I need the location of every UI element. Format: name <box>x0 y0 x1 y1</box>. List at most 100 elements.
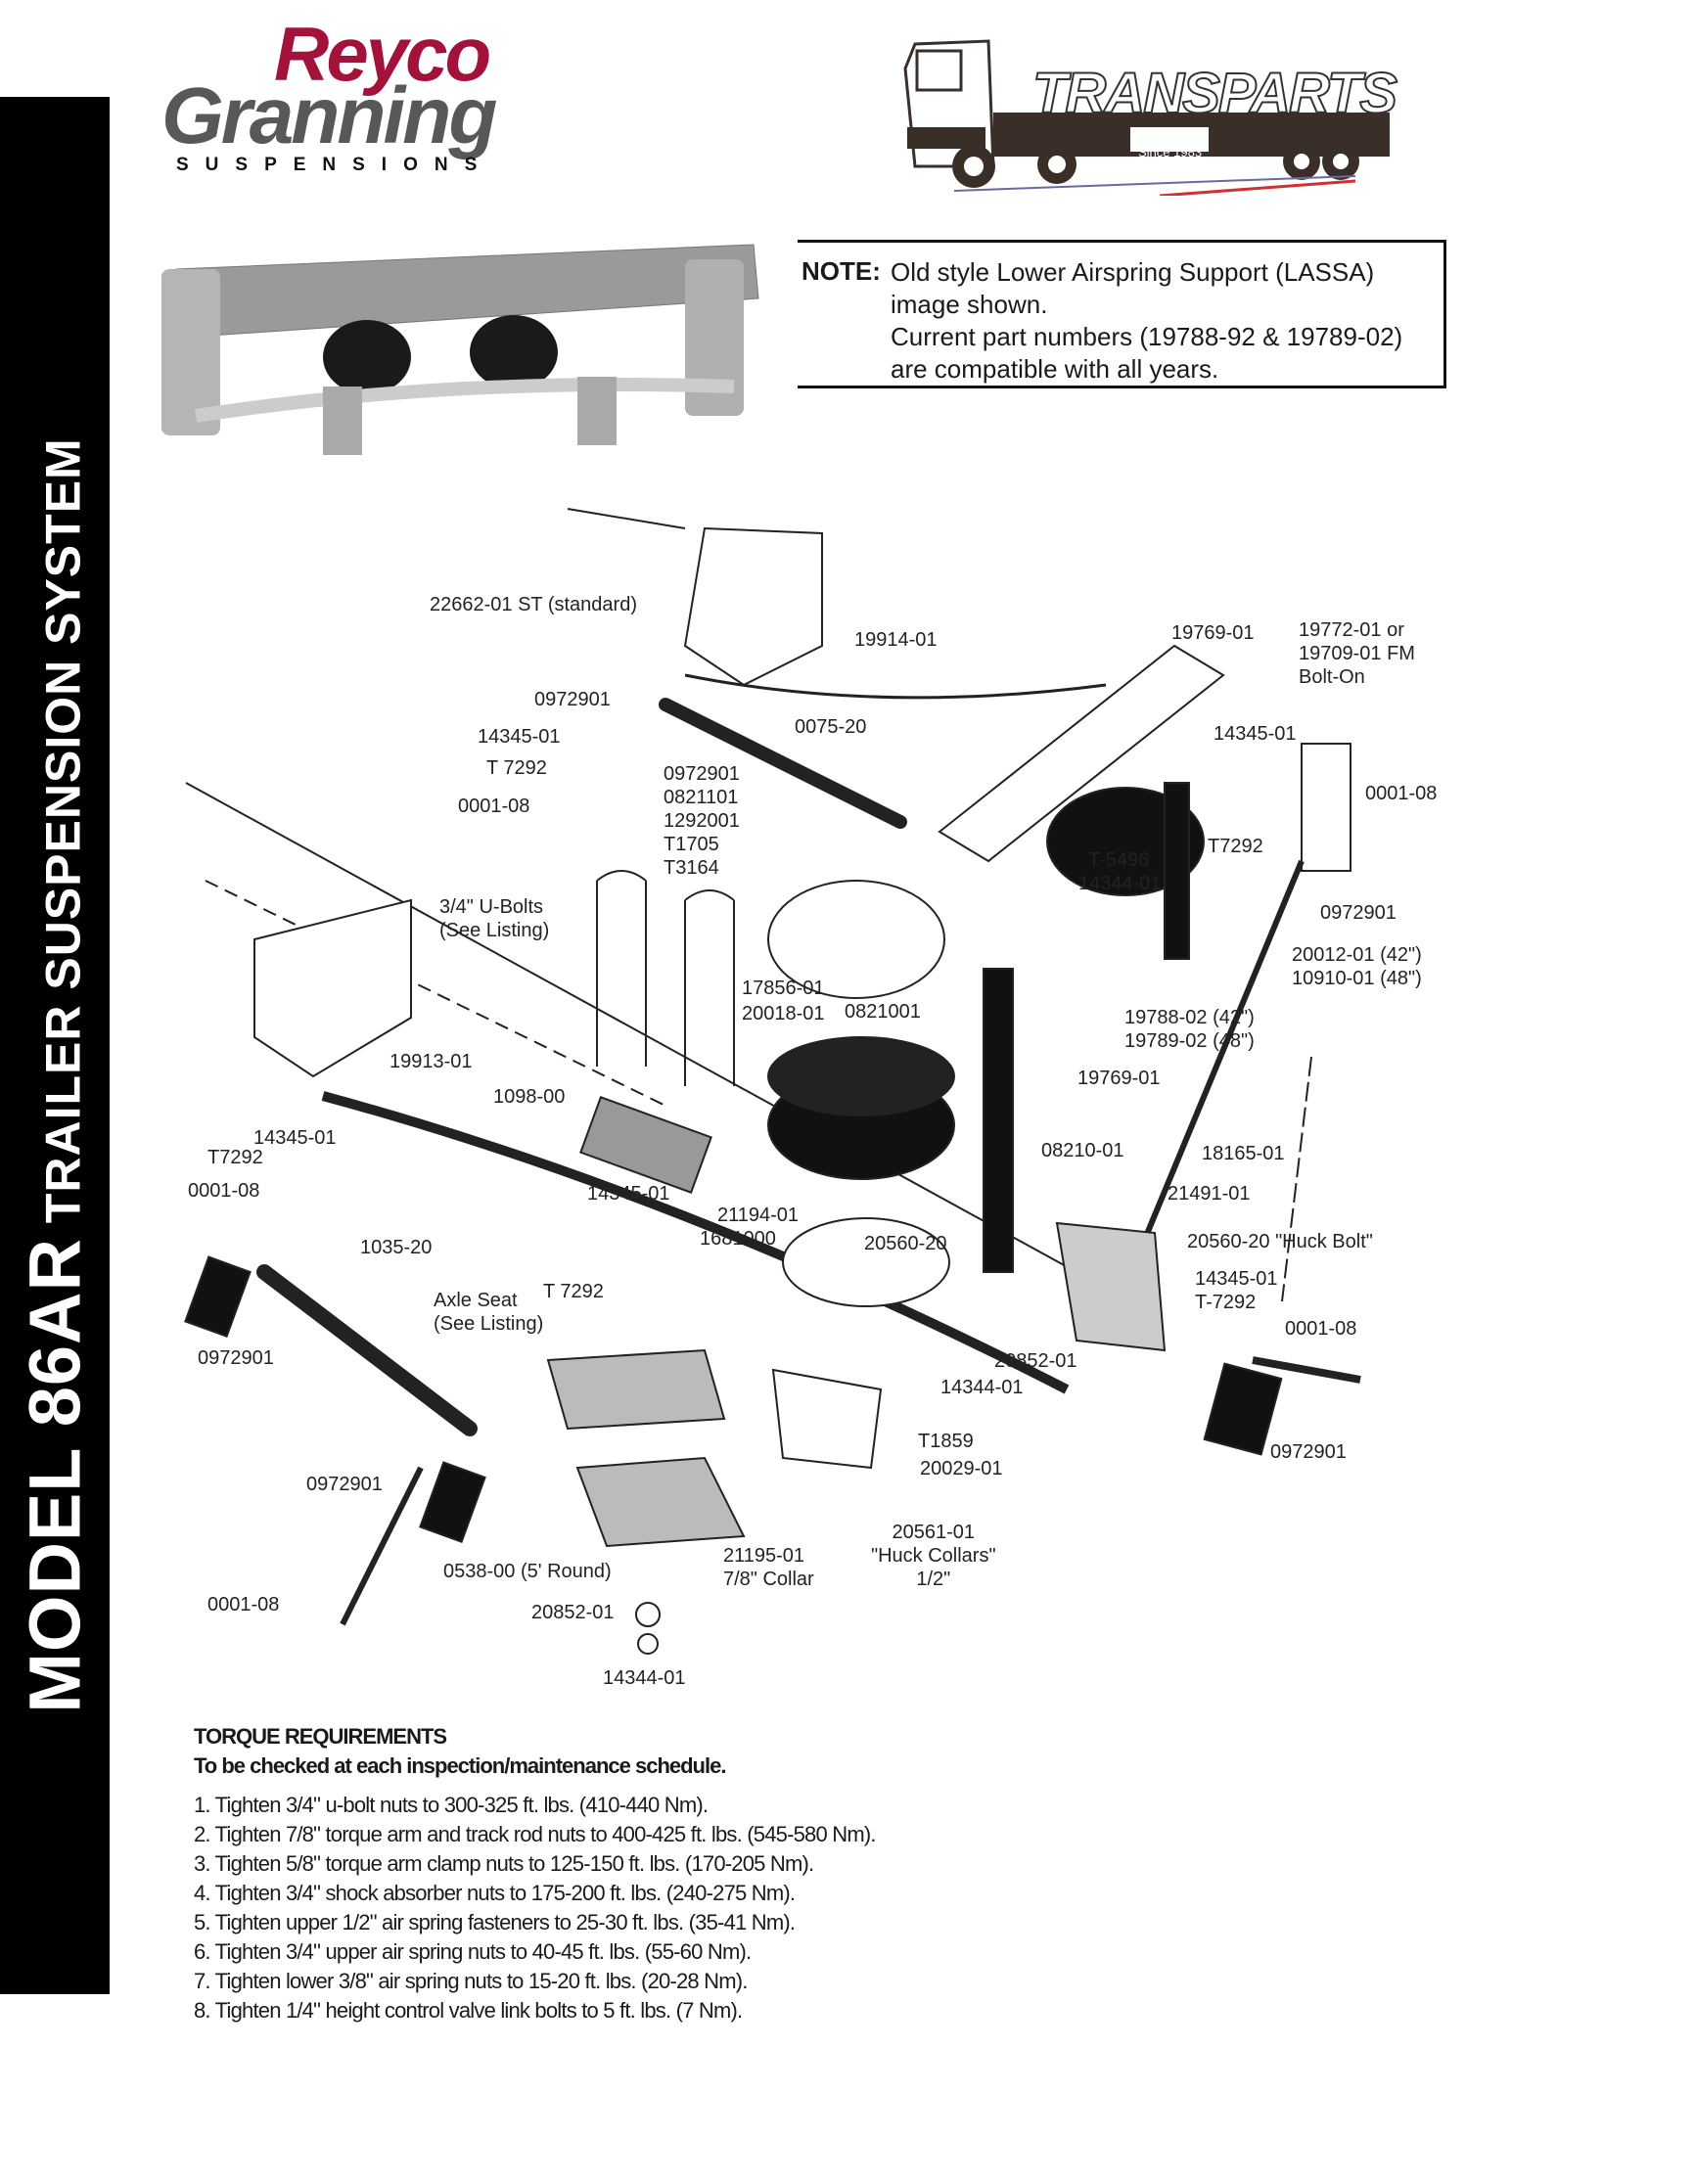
note-text: Old style Lower Airspring Support (LASSA… <box>891 257 1403 384</box>
part-label: 0001-08 <box>458 796 530 817</box>
part-label: 21491-01 <box>1168 1183 1251 1205</box>
clamp-bracket <box>771 1368 883 1470</box>
part-label: 1035-20 <box>360 1237 433 1258</box>
part-label: 19913-01 <box>389 1051 473 1072</box>
part-label: 0972901 <box>1320 902 1397 924</box>
part-label: 0001-08 <box>1285 1318 1357 1340</box>
part-label: 17856-01 <box>742 978 825 999</box>
part-label: 0972901 <box>534 689 611 710</box>
part-label: 19788-02 (42") 19789-02 (48") <box>1124 1007 1255 1052</box>
part-label: 1098-00 <box>493 1086 566 1108</box>
part-label: 22662-01 ST (standard) <box>430 594 637 615</box>
bracket-21491 <box>1055 1221 1167 1352</box>
part-label: 20852-01 <box>994 1350 1077 1372</box>
spring-beam <box>321 1091 1070 1394</box>
suspension-photo <box>161 244 759 455</box>
part-label: 14345-01 <box>587 1183 670 1205</box>
shock-absorber <box>983 968 1014 1273</box>
part-label: 20852-01 <box>531 1602 615 1623</box>
cross-member <box>938 644 1225 863</box>
part-label: 0972901 <box>198 1347 274 1369</box>
track-rod <box>256 1264 478 1436</box>
part-label: 19772-01 or 19709-01 FM Bolt-On <box>1299 619 1415 688</box>
part-label: 0001-08 <box>1365 783 1438 804</box>
bushing-1098 <box>579 1096 712 1194</box>
part-label: 14345-01 <box>1214 723 1297 745</box>
part-label: Axle Seat (See Listing) <box>434 1290 544 1335</box>
part-label: T-5496 <box>1088 849 1150 871</box>
part-label: 14345-01 <box>478 726 561 748</box>
logo-reyco: Reyco <box>274 11 491 97</box>
torque-arm <box>659 698 907 829</box>
part-label: T1859 <box>918 1431 974 1452</box>
exploded-parts-diagram <box>184 508 1361 1655</box>
torque-item: 1. Tighten 3/4" u-bolt nuts to 300-325 f… <box>194 1793 709 1817</box>
bolt-on-hanger <box>1301 743 1351 872</box>
part-label: T7292 <box>1208 836 1263 857</box>
logo-suspensions: SUSPENSIONS <box>176 155 494 175</box>
part-label: 21194-01 <box>717 1205 800 1226</box>
torque-item: 3. Tighten 5/8" torque arm clamp nuts to… <box>194 1851 814 1876</box>
torque-item: 2. Tighten 7/8" torque arm and track rod… <box>194 1822 876 1846</box>
torque-requirements: TORQUE REQUIREMENTS To be checked at eac… <box>194 1724 876 2025</box>
part-label: 14345-01 <box>253 1127 337 1149</box>
part-label: 14345-01 T-7292 <box>1195 1268 1278 1313</box>
airspring-support-plate <box>767 880 945 999</box>
system-title: TRAILER SUSPENSION SYSTEM <box>35 437 91 1224</box>
bushing-left <box>184 1255 252 1339</box>
torque-item: 7. Tighten lower 3/8" air spring nuts to… <box>194 1969 748 1993</box>
bushing-right <box>1203 1362 1283 1456</box>
part-label: T7292 <box>207 1147 263 1168</box>
transparts-logo: TRANSPARTS Since 1983 <box>895 29 1404 198</box>
lower-plate <box>782 1217 950 1307</box>
part-label: 08210-01 <box>1041 1140 1124 1161</box>
u-bolt-1 <box>596 870 647 1067</box>
torque-list: 1. Tighten 3/4" u-bolt nuts to 300-325 f… <box>194 1791 876 2025</box>
part-label: 0821001 <box>845 1001 921 1023</box>
part-label: 0972901 <box>1270 1441 1347 1463</box>
part-label: 0001-08 <box>188 1180 260 1202</box>
part-label: 14344-01 <box>603 1667 686 1689</box>
part-label: 21195-01 7/8" Collar <box>723 1545 814 1590</box>
hanger-left <box>253 898 412 1078</box>
logo-granning: Granning <box>161 71 497 160</box>
note-label: NOTE: <box>802 256 881 286</box>
part-label: 3/4" U-Bolts (See Listing) <box>439 896 550 941</box>
torque-item: 4. Tighten 3/4" shock absorber nuts to 1… <box>194 1881 796 1905</box>
torque-title: TORQUE REQUIREMENTS <box>194 1724 447 1749</box>
axle-seat <box>546 1348 726 1431</box>
logo-transparts-name: TRANSPARTS <box>1031 61 1398 126</box>
shock-absorber-right <box>1164 782 1190 960</box>
part-label: 18165-01 <box>1202 1143 1285 1164</box>
part-label: 20560-20 "Huck Bolt" <box>1187 1231 1373 1252</box>
part-label: 19769-01 <box>1077 1068 1161 1089</box>
part-label: 19769-01 <box>1171 622 1255 644</box>
hanger-bracket <box>683 526 823 687</box>
truck-icon <box>903 39 1390 198</box>
part-label: 20012-01 (42") 10910-01 (48") <box>1292 944 1422 989</box>
part-label: 20029-01 <box>920 1458 1003 1479</box>
part-label: 20560-20 <box>864 1233 947 1254</box>
u-bolt-2 <box>684 889 735 1086</box>
document-title: MODEL 86AR TRAILER SUSPENSION SYSTEM <box>14 437 97 1712</box>
reyco-granning-logo: Reyco Granning SUSPENSIONS <box>161 10 602 181</box>
part-label: 0972901 0821101 1292001 T1705 T3164 <box>664 763 740 879</box>
model-name: MODEL 86AR <box>14 1238 96 1713</box>
note-box: NOTE: Old style Lower Airspring Support … <box>798 240 1446 388</box>
logo-since: Since 1983 <box>1138 145 1203 159</box>
part-label: 14344-01 <box>1078 873 1162 894</box>
part-label: 1681000 <box>700 1228 776 1250</box>
part-label: 0538-00 (5' Round) <box>443 1561 612 1582</box>
torque-subtitle: To be checked at each inspection/mainten… <box>194 1753 726 1778</box>
part-label: 20561-01 "Huck Collars" 1/2" <box>871 1522 996 1590</box>
part-label: 0075-20 <box>795 716 867 738</box>
part-label: 19914-01 <box>854 629 938 651</box>
part-label: T 7292 <box>543 1281 604 1302</box>
torque-item: 8. Tighten 1/4" height control valve lin… <box>194 1998 743 2023</box>
part-label: 0972901 <box>306 1474 383 1495</box>
round-seat <box>575 1456 746 1548</box>
part-label: 20018-01 <box>742 1003 825 1024</box>
sidebar-title-bar: MODEL 86AR TRAILER SUSPENSION SYSTEM <box>0 97 110 1994</box>
torque-item: 5. Tighten upper 1/2" air spring fastene… <box>194 1910 796 1934</box>
part-label: T 7292 <box>486 757 547 779</box>
